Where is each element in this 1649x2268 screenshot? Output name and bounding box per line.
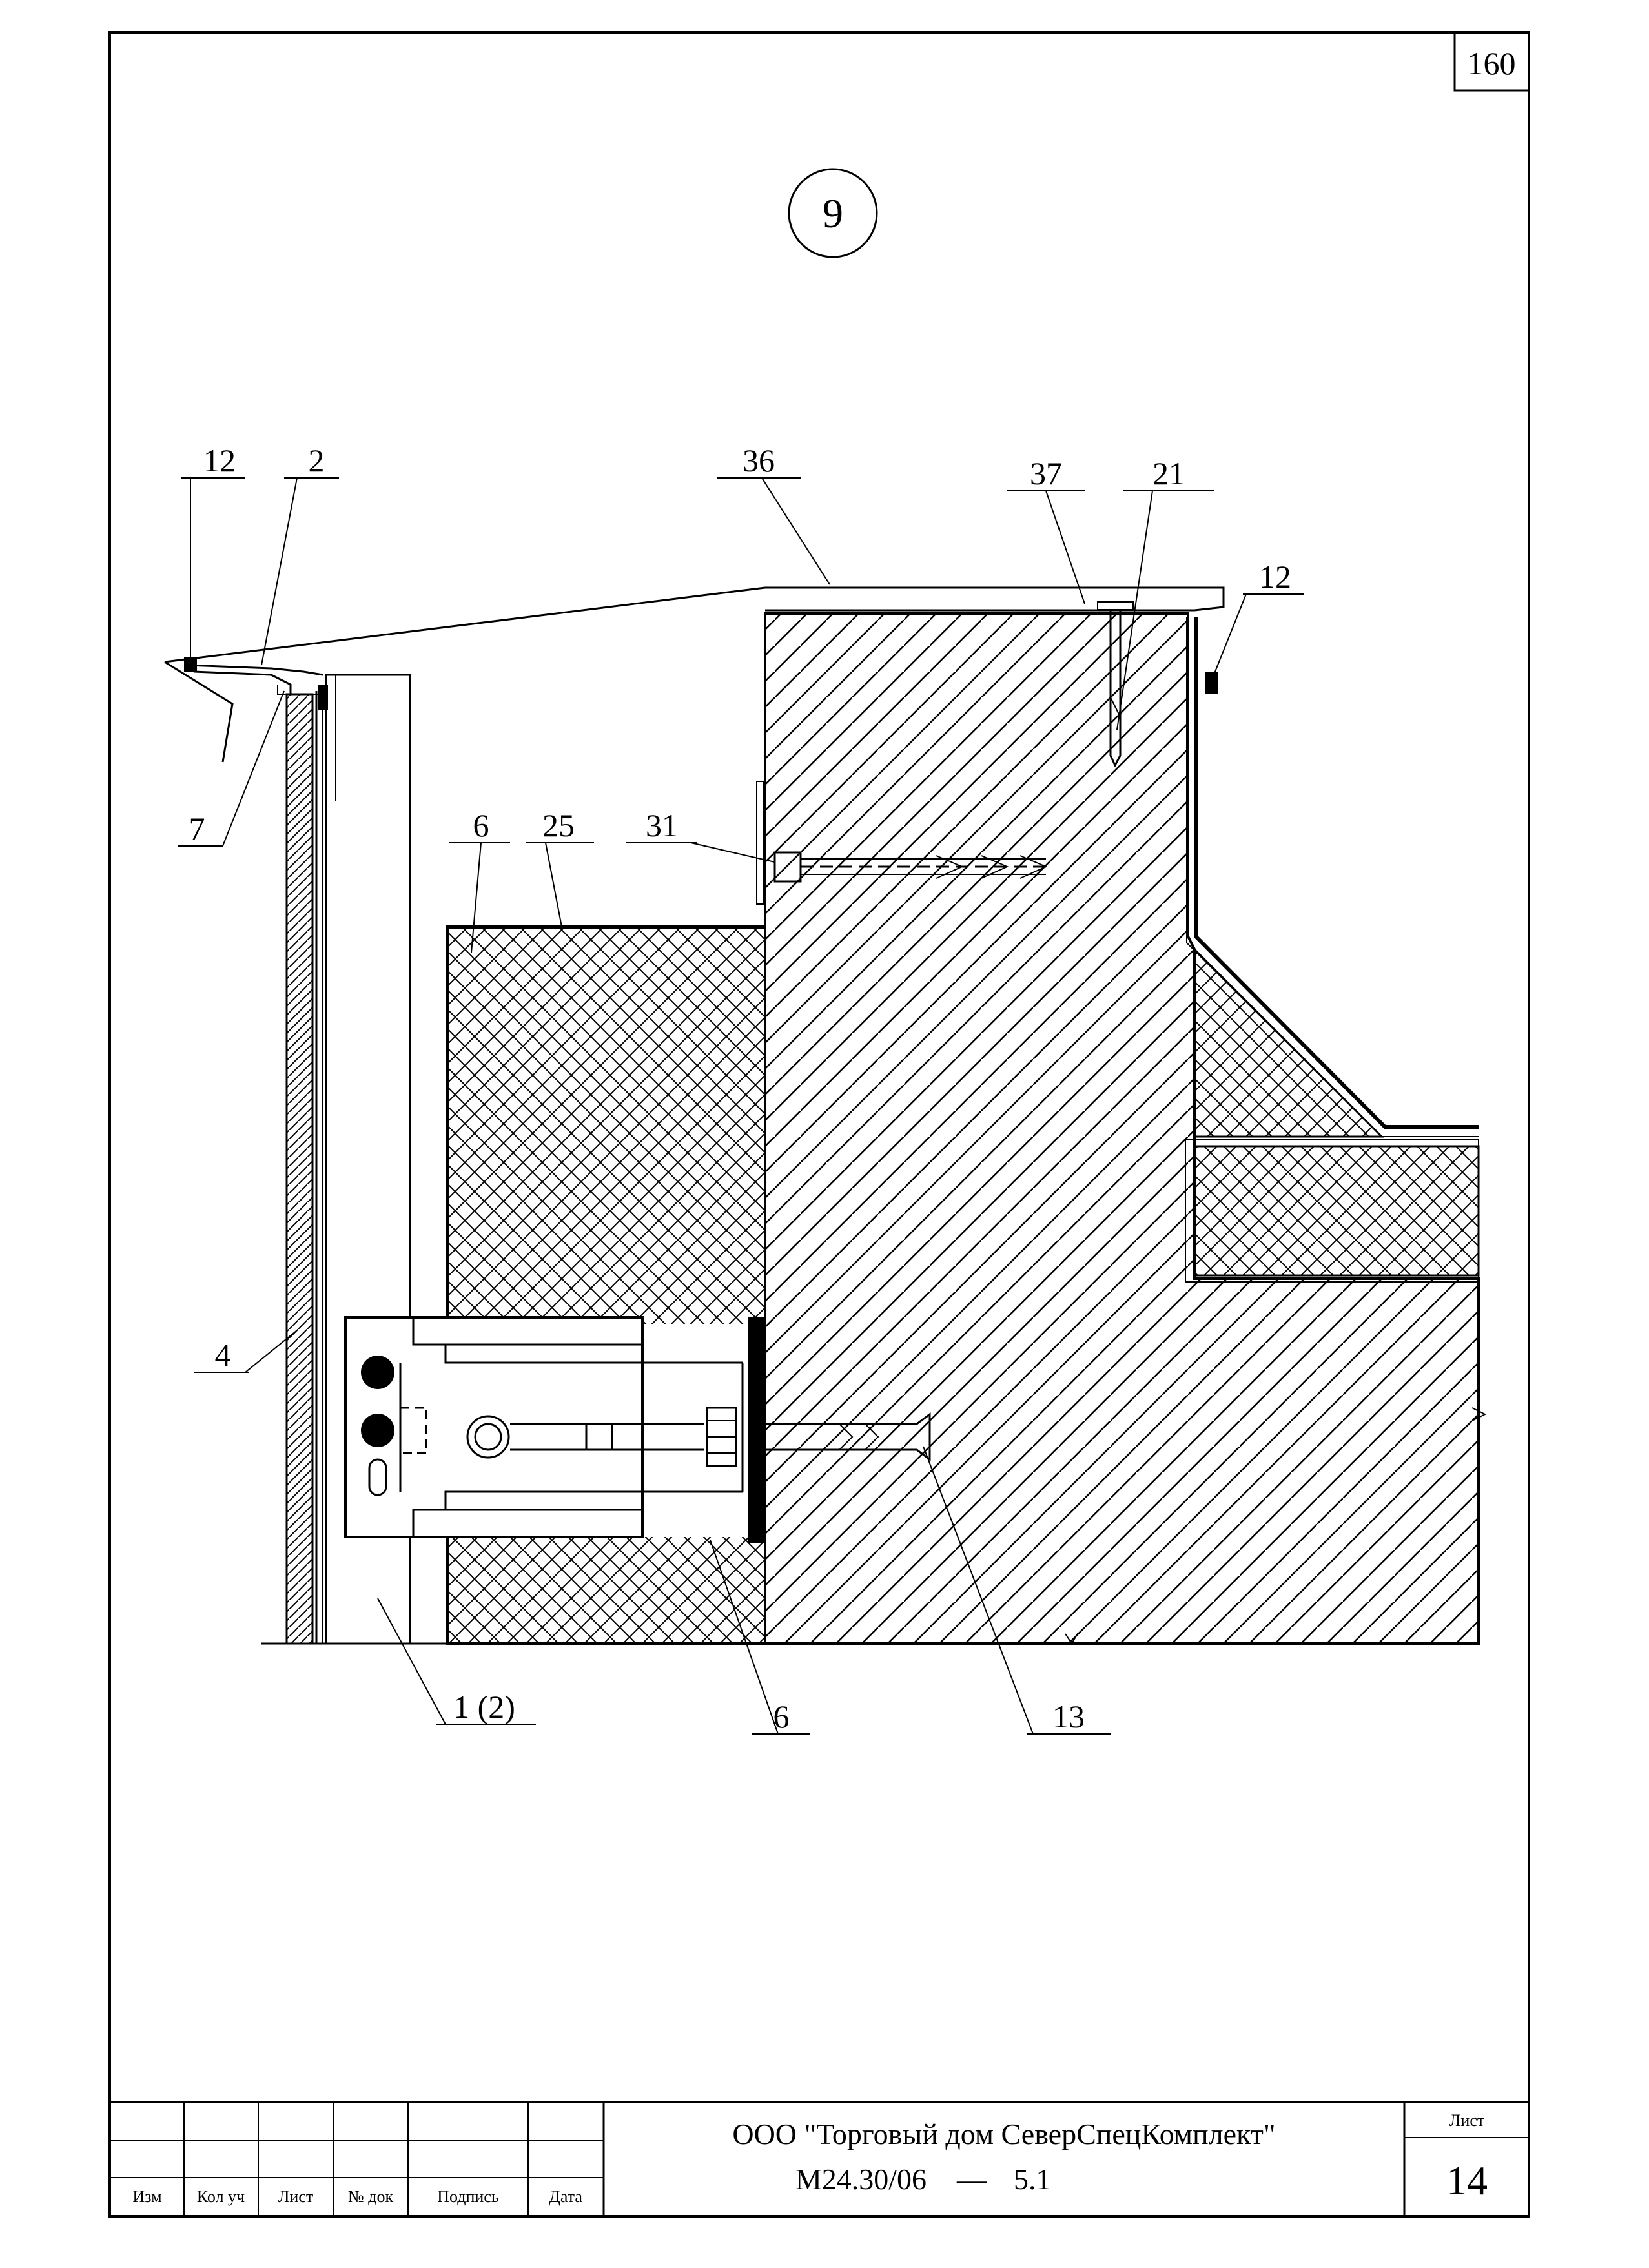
callout-13: 13 [1052, 1698, 1085, 1735]
callout-25: 25 [542, 807, 575, 843]
facade-panel [285, 693, 314, 1645]
col-header-doc: № док [348, 2187, 394, 2206]
corner-number-box: 160 [1453, 32, 1529, 92]
col-header-list: Лист [278, 2187, 313, 2206]
col-header-izm: Изм [132, 2187, 161, 2206]
section-drawing [164, 586, 1487, 1645]
callouts: 12 2 36 37 21 12 7 6 25 31 [178, 442, 1304, 1735]
callout-12-right: 12 [1259, 559, 1291, 595]
col-header-data: Дата [549, 2187, 582, 2206]
title-block: Изм Кол уч Лист № док Подпись Дата ООО "… [110, 2101, 1529, 2216]
corner-number: 160 [1468, 45, 1516, 81]
callout-1-2: 1 (2) [453, 1689, 515, 1725]
anchor-21 [1097, 601, 1134, 768]
callout-6-bottom: 6 [773, 1698, 790, 1735]
callout-12-left: 12 [203, 442, 236, 479]
col-header-podpis: Подпись [437, 2187, 499, 2206]
sheet-label: Лист [1449, 2111, 1484, 2130]
detail-marker: 9 [788, 168, 878, 258]
callout-7: 7 [189, 810, 205, 847]
callout-31: 31 [646, 807, 678, 843]
callout-2: 2 [309, 442, 325, 479]
anchor-31 [756, 781, 1048, 905]
callout-4: 4 [215, 1337, 231, 1373]
wall-bracket [344, 1316, 931, 1543]
document-section: 5.1 [1014, 2163, 1051, 2196]
insulation-roof [1193, 1145, 1480, 1277]
callout-36: 36 [743, 442, 775, 479]
callout-6-top: 6 [473, 807, 489, 843]
detail-marker-number: 9 [823, 191, 843, 236]
document-code: М24.30/06 [795, 2163, 927, 2196]
document-dash: — [956, 2163, 987, 2196]
callout-37: 37 [1030, 455, 1062, 491]
sheet-number: 14 [1446, 2158, 1488, 2203]
col-header-kol-uch: Кол уч [197, 2187, 245, 2206]
company-name: ООО "Торговый дом СеверСпецКомплект" [732, 2118, 1275, 2150]
callout-21: 21 [1152, 455, 1185, 491]
